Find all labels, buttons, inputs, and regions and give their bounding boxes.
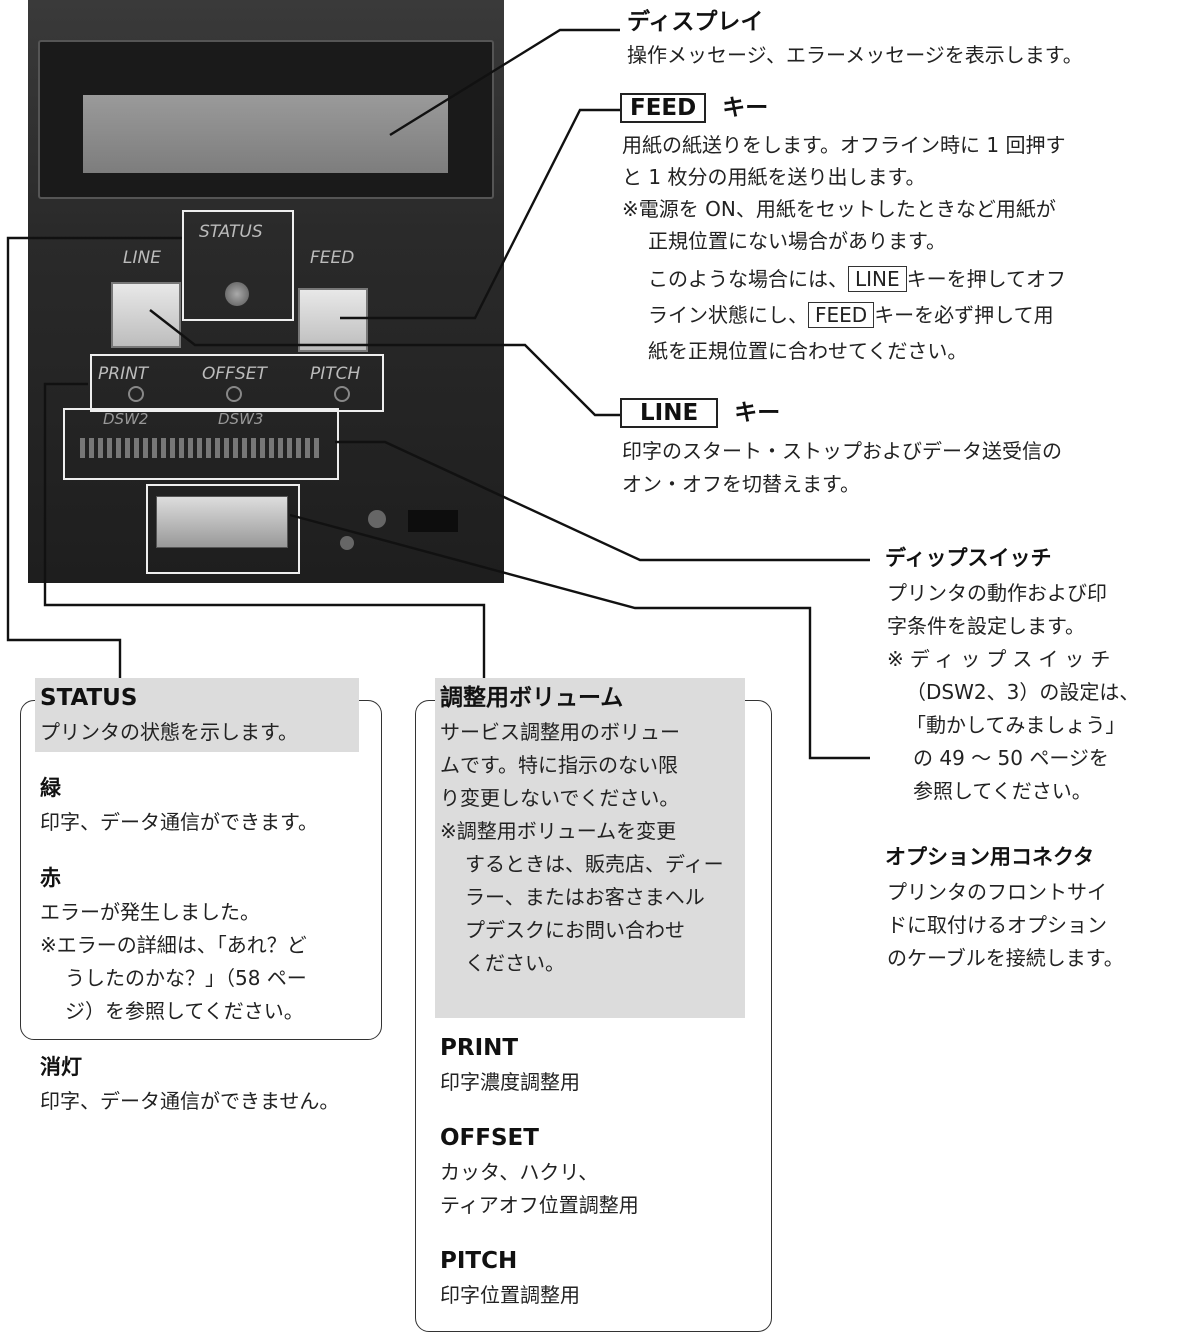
status-green-desc: 印字、データ通信ができます。	[40, 810, 318, 834]
status-frame	[182, 210, 294, 321]
option-connector[interactable]	[156, 496, 288, 548]
volume-leader	[43, 382, 486, 680]
option-desc-2: ドに取付けるオプション	[887, 913, 1107, 937]
screw	[368, 510, 386, 528]
volume-desc-1: サービス調整用のボリュー	[440, 720, 680, 744]
volume-note-5: ください。	[465, 951, 565, 975]
volume-offset-desc-2: ティアオフ位置調整用	[440, 1193, 639, 1217]
volume-print-title: PRINT	[440, 1035, 519, 1061]
screw	[340, 536, 354, 550]
dip-title: ディップスイッチ	[885, 546, 1052, 570]
option-leader	[289, 513, 870, 760]
volume-desc-2: ムです。特に指示のない限	[440, 753, 678, 777]
dip-leader	[335, 440, 870, 562]
status-led	[225, 282, 249, 306]
status-title: STATUS	[40, 685, 138, 711]
feed-note-feed-key: FEED	[808, 302, 875, 328]
control-panel-photo: STATUS LINE FEED PRINT OFFSET PITCH DSW2…	[28, 0, 504, 583]
feed-note-2: 正規位置にない場合があります。	[648, 229, 946, 253]
volume-note-2: するときは、販売店、ディー	[465, 852, 724, 876]
volume-offset-title: OFFSET	[440, 1125, 539, 1151]
dip-switch[interactable]	[80, 438, 320, 458]
volume-frame	[90, 354, 384, 412]
status-label: STATUS	[199, 222, 263, 242]
volume-desc-3: り変更しないでください。	[440, 786, 680, 810]
feed-key-suffix: キー	[722, 95, 769, 121]
line-title: LINE キー	[620, 398, 780, 428]
pitch-volume[interactable]	[334, 386, 350, 402]
offset-label: OFFSET	[202, 364, 267, 384]
feed-note-1: ※電源を ON、用紙をセットしたときなど用紙が	[622, 197, 1056, 221]
status-red-note-2: うしたのかな？」（58 ペー	[65, 966, 307, 990]
display-leader	[389, 28, 620, 137]
dip-desc-2: 字条件を設定します。	[887, 614, 1085, 638]
status-red-note-3: ジ）を参照してください。	[65, 999, 304, 1023]
dip-note-2: （DSW2、3）の設定は、	[906, 680, 1140, 704]
line-desc-1: 印字のスタート・ストップおよびデータ送受信の	[622, 439, 1062, 463]
volume-pitch-desc: 印字位置調整用	[440, 1283, 580, 1307]
volume-header	[435, 678, 745, 1018]
display-desc: 操作メッセージ、エラーメッセージを表示します。	[627, 43, 1083, 67]
feed-title: FEED キー	[620, 93, 768, 123]
line-label: LINE	[123, 248, 161, 268]
volume-print-desc: 印字濃度調整用	[440, 1070, 580, 1094]
pitch-label: PITCH	[310, 364, 361, 384]
status-off-desc: 印字、データ通信ができません。	[40, 1089, 340, 1113]
dip-desc-1: プリンタの動作および印	[887, 581, 1107, 605]
print-label: PRINT	[98, 364, 149, 384]
feed-note-4-pre: ライン状態にし、	[648, 303, 808, 327]
dip-note-4: の 49 ～ 50 ページを	[913, 746, 1109, 770]
line-leader	[149, 309, 620, 417]
feed-note-3-rest: キーを押してオフ	[906, 267, 1067, 291]
volume-note-3: ラー、またはお客さまヘル	[465, 885, 705, 909]
option-desc-1: プリンタのフロントサイ	[887, 880, 1107, 904]
port	[408, 510, 458, 532]
feed-label: FEED	[310, 248, 355, 268]
feed-note-3-pre: このような場合には、	[648, 267, 848, 291]
volume-note-4: プデスクにお問い合わせ	[465, 918, 685, 942]
volume-pitch-title: PITCH	[440, 1248, 518, 1274]
status-green-title: 緑	[40, 776, 61, 800]
dsw2-label: DSW2	[103, 410, 149, 428]
display-screen	[83, 95, 448, 173]
dip-frame	[63, 408, 339, 480]
volume-offset-desc-1: カッタ、ハクリ、	[440, 1160, 599, 1184]
print-volume[interactable]	[128, 386, 144, 402]
line-desc-2: オン・オフを切替えます。	[622, 472, 860, 496]
option-connector-frame	[146, 484, 300, 574]
feed-line-1: 用紙の紙送りをします。オフライン時に 1 回押す	[622, 133, 1066, 157]
option-title: オプション用コネクタ	[885, 845, 1095, 869]
offset-volume[interactable]	[226, 386, 242, 402]
dip-note-5: 参照してください。	[913, 779, 1092, 803]
line-key-label: LINE	[620, 398, 719, 428]
status-desc: プリンタの状態を示します。	[40, 720, 298, 744]
line-key[interactable]	[111, 282, 181, 348]
volume-note-1: ※調整用ボリュームを変更	[440, 819, 677, 843]
feed-key-label: FEED	[620, 93, 707, 123]
status-red-desc: エラーが発生しました。	[40, 900, 260, 924]
dsw3-label: DSW3	[218, 410, 264, 428]
feed-line-2: と 1 枚分の用紙を送り出します。	[622, 165, 926, 189]
option-desc-3: のケーブルを接続します。	[887, 946, 1124, 970]
line-key-suffix: キー	[734, 400, 781, 426]
feed-note-line-key: LINE	[848, 266, 907, 292]
status-red-note-1: ※エラーの詳細は、「あれ？ど	[40, 933, 307, 957]
status-header	[35, 678, 359, 752]
dip-note-1: ※ディップスイッチ	[887, 647, 1117, 671]
feed-note-4-rest: キーを必ず押して用	[874, 303, 1054, 327]
status-leader	[6, 236, 182, 678]
status-red-title: 赤	[40, 866, 61, 890]
status-off-title: 消灯	[40, 1055, 82, 1079]
feed-leader	[340, 108, 620, 320]
volume-title: 調整用ボリューム	[440, 685, 624, 711]
dip-note-3: 「動かしてみましょう」	[906, 713, 1126, 737]
feed-key[interactable]	[298, 288, 368, 352]
display-title: ディスプレイ	[627, 9, 764, 35]
feed-note-5: 紙を正規位置に合わせてください。	[648, 339, 968, 363]
